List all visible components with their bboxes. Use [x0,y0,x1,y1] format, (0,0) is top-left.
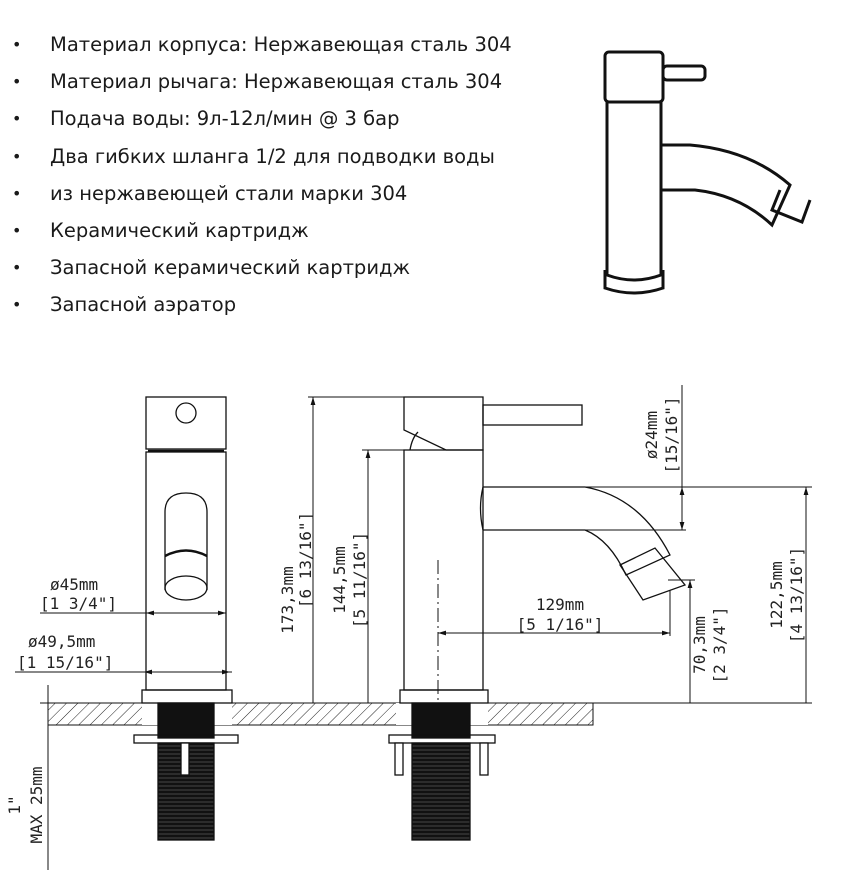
dim-length-129: 129mm [536,595,584,614]
dim-diameter-45: ø45mm [50,575,98,594]
spec-item: • Подача воды: 9л-12л/мин @ 3 бар [0,100,512,137]
spec-text: из нержавеющей стали марки 304 [50,181,408,205]
dim-max-thickness-in: 1" [5,795,24,814]
spec-item: • Два гибких шланга 1/2 для подводки воды [0,138,512,175]
faucet-illustration [603,50,812,295]
dim-height-70-in: [2 3/4"] [710,606,729,683]
bullet: • [12,220,22,240]
dim-diameter-45-in: [1 3/4"] [40,594,117,613]
spec-text: Два гибких шланга 1/2 для подводки воды [50,144,495,168]
spec-item: • Материал корпуса: Нержавеющая сталь 304 [0,26,512,63]
side-view [388,396,687,841]
spec-item: • Керамический картридж [0,212,512,249]
dim-diameter-24: ø24mm [642,411,661,459]
dim-diameter-49: ø49,5mm [28,632,95,651]
spec-item: • Запасной аэратор [0,286,512,323]
bullet: • [12,72,22,92]
bullet: • [12,146,22,166]
spec-text: Материал корпуса: Нержавеющая сталь 304 [50,33,512,56]
dim-height-122: 122,5mm [767,561,786,628]
bullet: • [12,295,22,315]
spec-item: • Материал рычага: Нержавеющая сталь 304 [0,63,512,100]
dim-height-122-in: [4 13/16"] [787,547,806,643]
dim-height-144-in: [5 11/16"] [350,532,369,628]
bullet: • [12,35,22,54]
dimension-lines [15,385,812,870]
spec-text: Запасной аэратор [50,293,237,317]
bullet: • [12,183,22,203]
spec-item: • из нержавеющей стали марки 304 [0,175,512,212]
bullet: • [12,109,22,129]
spec-text: Запасной керамический картридж [50,256,411,280]
spec-text: Керамический картридж [50,218,309,242]
dim-height-173: 173,3mm [278,566,297,633]
countertop [47,702,594,726]
dim-diameter-49-in: [1 15/16"] [17,653,113,672]
dim-length-129-in: [5 1/16"] [517,615,604,634]
bullet: • [12,258,22,278]
spec-text: Подача воды: 9л-12л/мин @ 3 бар [50,107,400,131]
dimension-labels: ø45mm [1 3/4"] ø49,5mm [1 15/16"] 173,3m… [5,396,806,843]
spec-text: Материал рычага: Нержавеющая сталь 304 [50,70,503,94]
dim-height-70: 70,3mm [690,616,709,674]
front-view [133,396,239,841]
dim-height-173-in: [6 13/16"] [296,512,315,608]
spec-item: • Запасной керамический картридж [0,249,512,286]
dim-diameter-24-in: [15/16"] [662,396,681,473]
spec-list: • Материал корпуса: Нержавеющая сталь 304… [0,26,512,324]
dim-height-144: 144,5mm [330,546,349,613]
dim-max-thickness: MAX 25mm [27,766,46,843]
